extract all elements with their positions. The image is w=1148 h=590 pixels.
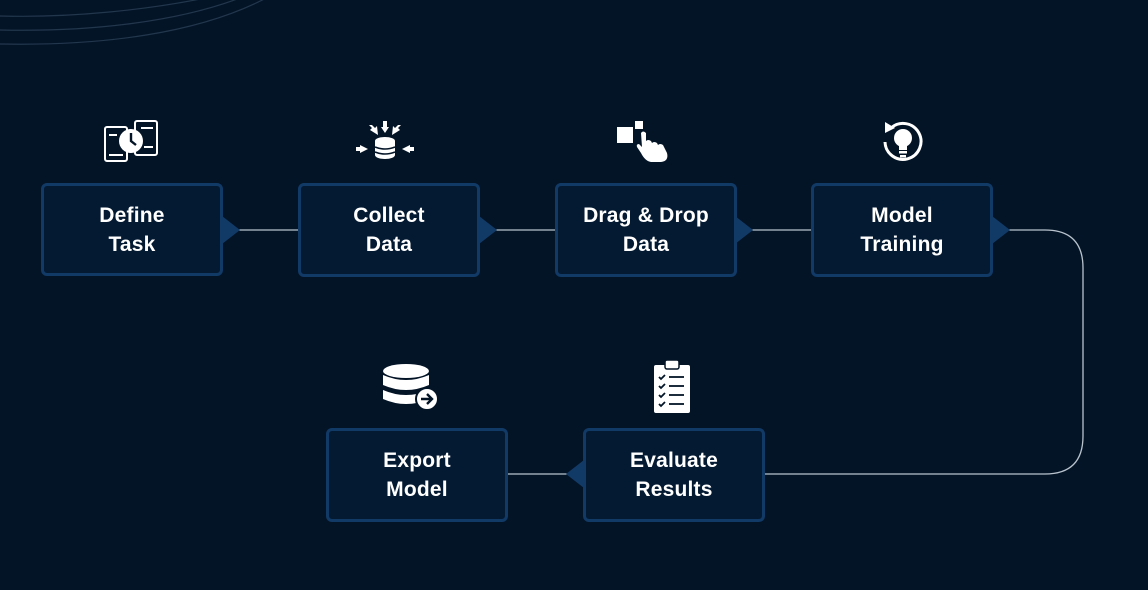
step-evaluate-results: Evaluate Results bbox=[583, 428, 765, 522]
database-export-icon bbox=[383, 364, 439, 411]
step-label-line2: Data bbox=[365, 233, 413, 256]
arrow-head bbox=[992, 216, 1010, 244]
connector-model-to-evaluate bbox=[765, 229, 1084, 475]
step-model-training: Model Training bbox=[811, 183, 993, 277]
step-label-line2: Model bbox=[386, 478, 448, 501]
step-label-line1: Drag & Drop bbox=[583, 204, 709, 227]
arrow-head bbox=[735, 216, 753, 244]
step-label-line1: Evaluate bbox=[630, 449, 718, 472]
arrow-heads bbox=[222, 216, 1010, 488]
drag-drop-hand-icon bbox=[617, 121, 668, 162]
step-collect-data: Collect Data bbox=[298, 183, 480, 277]
step-define-task: Define Task bbox=[41, 183, 223, 276]
step-label-line2: Task bbox=[108, 232, 156, 256]
step-drag-drop-data: Drag & Drop Data bbox=[555, 183, 737, 277]
clipboard-checklist-icon bbox=[654, 359, 690, 413]
step-label-line1: Collect bbox=[353, 204, 425, 227]
step-label-line1: Define bbox=[99, 203, 165, 227]
arrow-head bbox=[566, 460, 584, 488]
step-label-line1: Export bbox=[383, 449, 451, 472]
database-collect-icon bbox=[356, 121, 414, 159]
step-label-line1: Model bbox=[871, 204, 933, 227]
arrow-head bbox=[479, 216, 497, 244]
calendar-clock-icon bbox=[104, 120, 158, 162]
step-label-line2: Data bbox=[622, 233, 670, 256]
step-label-line2: Results bbox=[635, 478, 713, 501]
arrow-head bbox=[222, 216, 240, 244]
step-label-line2: Training bbox=[860, 233, 944, 256]
lightbulb-refresh-icon bbox=[883, 121, 923, 161]
decorative-arcs bbox=[0, 0, 264, 45]
step-export-model: Export Model bbox=[326, 428, 508, 522]
